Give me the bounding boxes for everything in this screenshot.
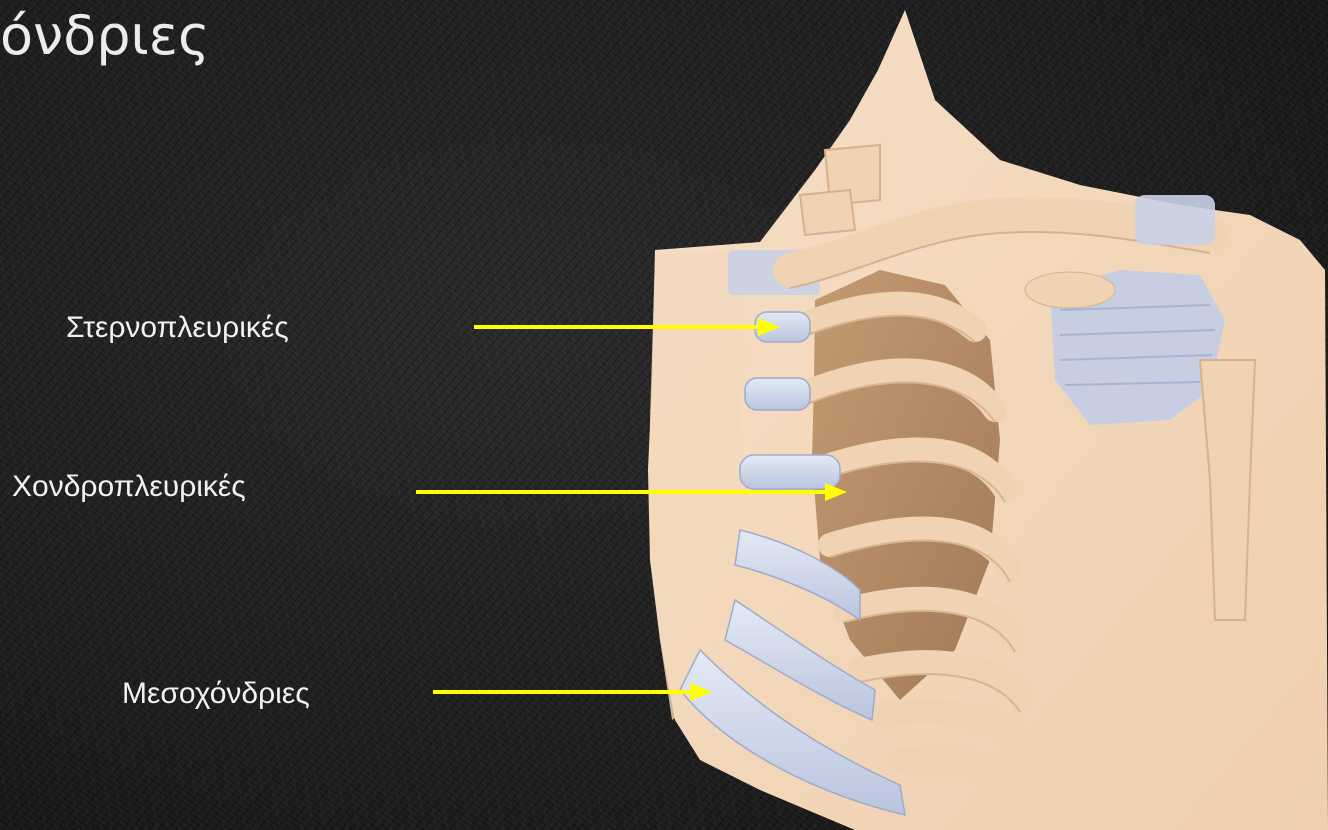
arrow-right-icon: [433, 683, 712, 701]
arrow-right-icon: [416, 483, 847, 501]
arrow-right-icon: [474, 318, 780, 336]
